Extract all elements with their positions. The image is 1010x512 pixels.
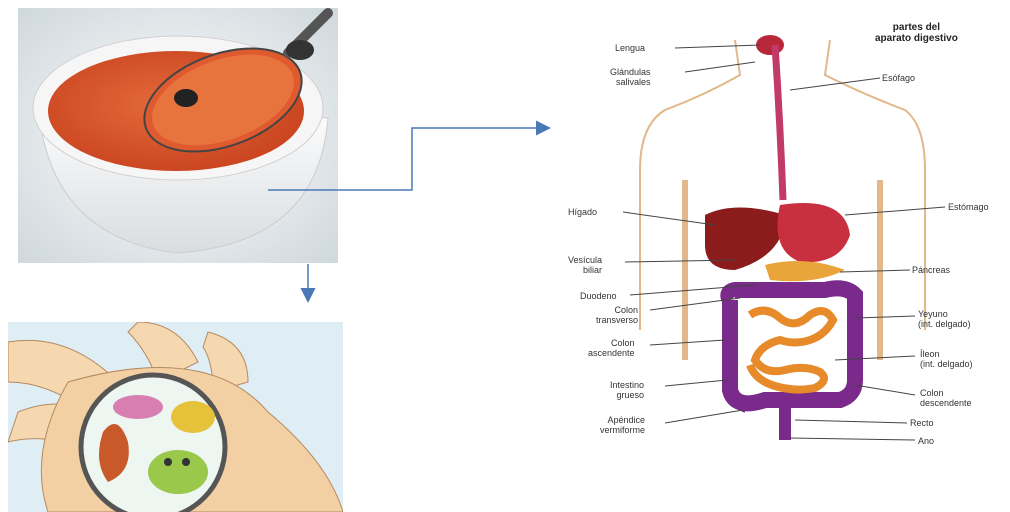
label-duodeno: Duodeno [580,291,617,301]
label-higado: Hígado [568,207,597,217]
label-pancreas: Páncreas [912,265,950,275]
label-vesicula: Vesícula biliar [568,255,602,275]
label-colon-transverso: Colon transverso [596,305,638,325]
label-lengua: Lengua [615,43,645,53]
label-colon-ascendente: Colon ascendente [588,338,635,358]
diagram-title-line2: aparato digestivo [875,33,958,44]
label-apendice: Apéndice vermiforme [600,415,645,435]
label-colon-descendente: Colon descendente [920,388,972,408]
label-intestino-grueso: Intestino grueso [610,380,644,400]
label-estomago: Estómago [948,202,989,212]
label-esofago: Esófago [882,73,915,83]
diagram-title-line1: partes del [875,22,958,33]
soup-bowl-icon [18,8,338,263]
diagram-title: partes del aparato digestivo [875,22,958,44]
label-glandulas: Glándulas salivales [610,67,651,87]
soup-bowl-image [18,8,338,263]
label-ileon: Íleon (int. delgado) [920,349,973,369]
hand-bacteria-icon [8,322,343,512]
hand-bacteria-image [8,322,343,512]
label-recto: Recto [910,418,934,428]
label-ano: Ano [918,436,934,446]
label-yeyuno: Yeyuno (int. delgado) [918,309,971,329]
